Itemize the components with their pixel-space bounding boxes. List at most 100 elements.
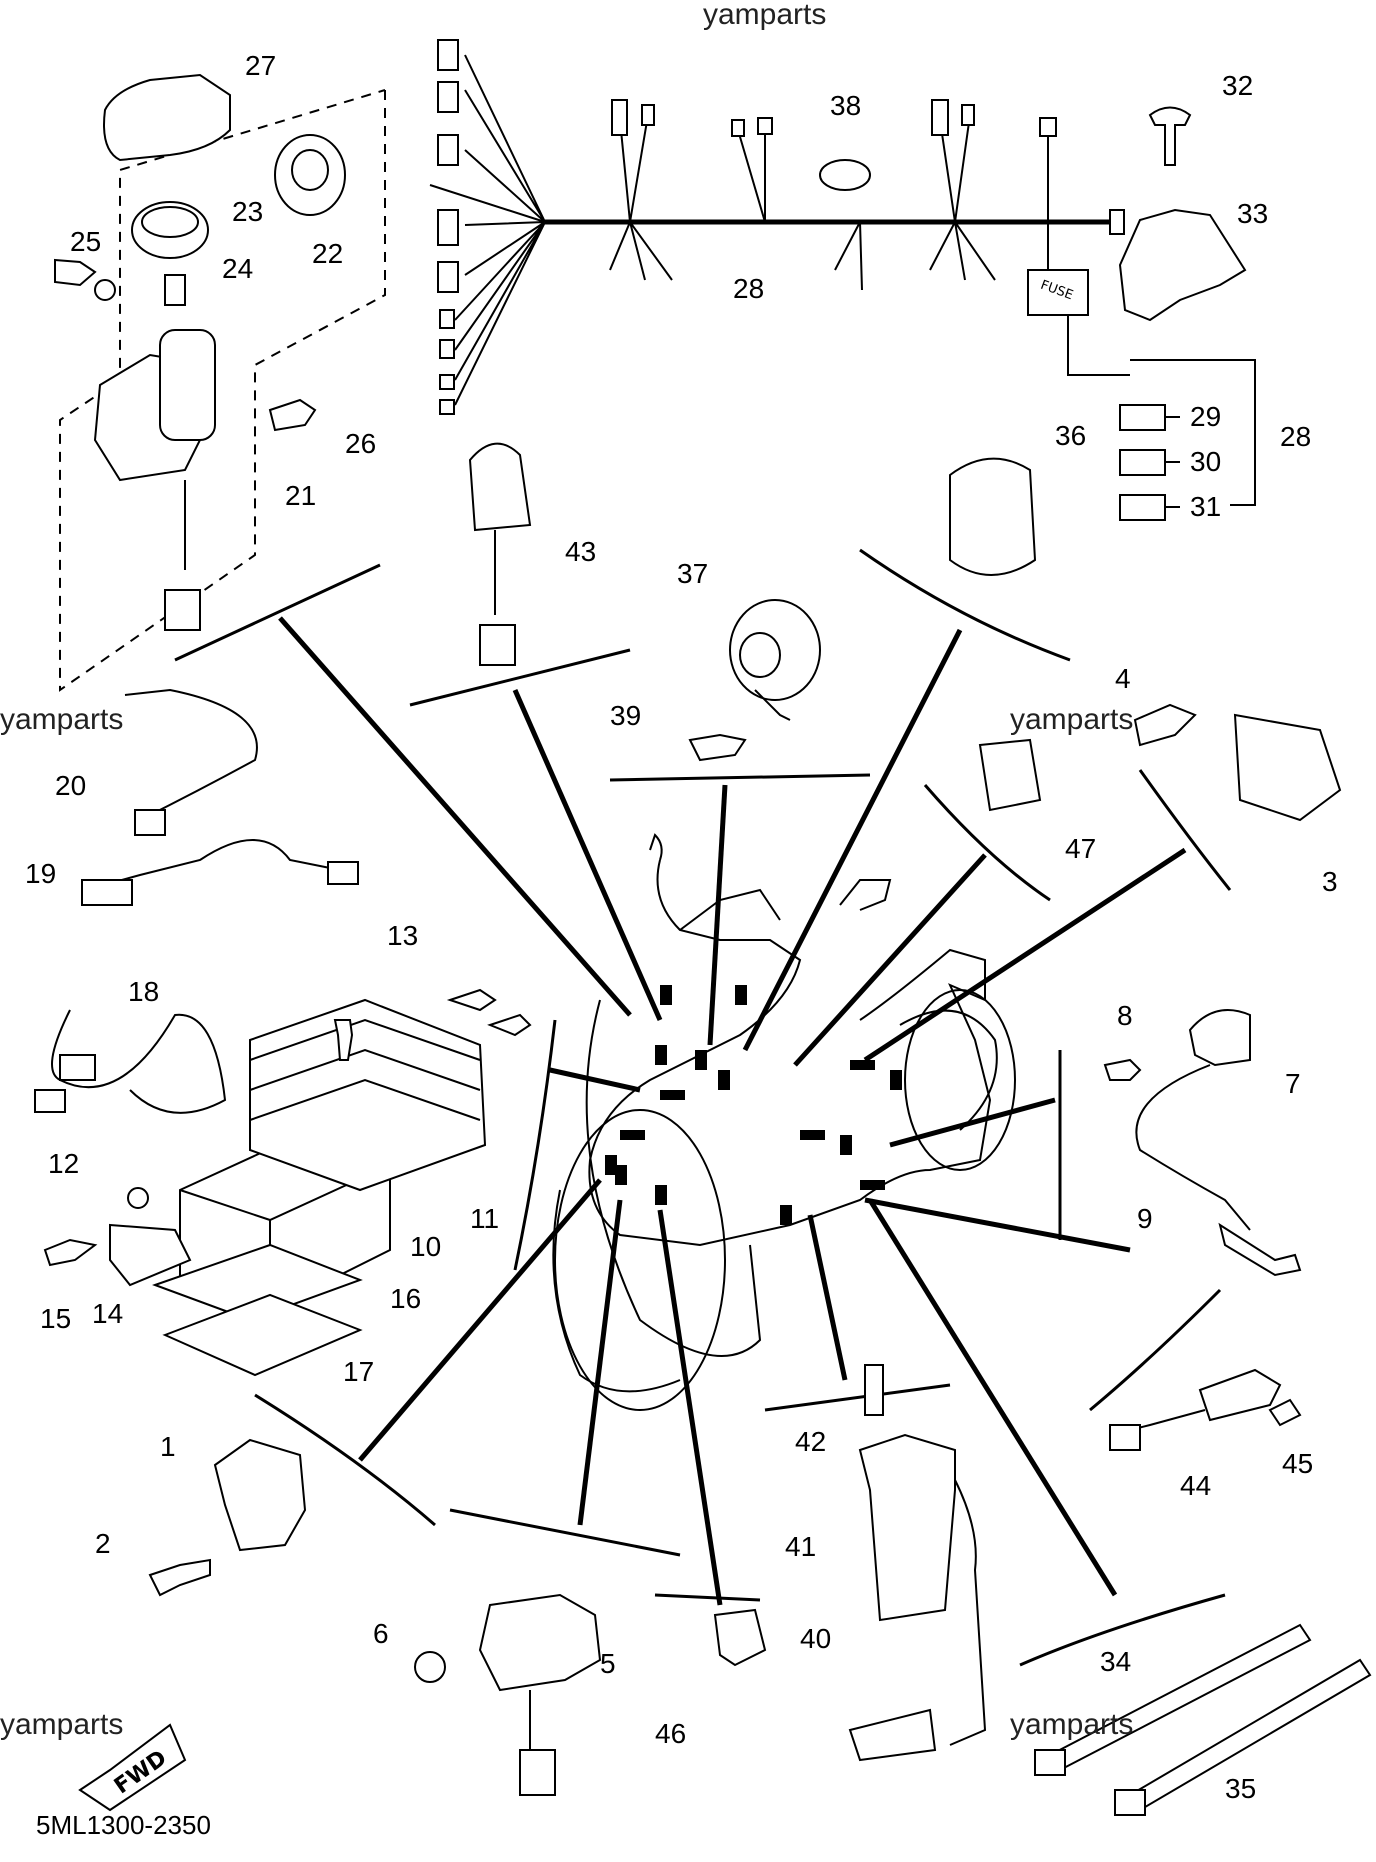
fwd-arrow-icon — [78, 1723, 187, 1812]
part-36-relay — [949, 457, 1037, 576]
callout-12: 12 — [48, 1148, 80, 1179]
part-20-sub-harness — [124, 688, 258, 821]
callout-27: 27 — [245, 50, 277, 81]
part-16-pad — [152, 1243, 363, 1322]
callout-20: 20 — [55, 770, 87, 801]
callout-9: 9 — [1137, 1203, 1153, 1234]
callout-42: 42 — [795, 1426, 827, 1457]
part-23-cap — [131, 201, 209, 259]
part-5-starter-relay — [478, 1593, 602, 1692]
callout-8: 8 — [1117, 1000, 1133, 1031]
callout-3: 3 — [1322, 866, 1338, 897]
part-2-bolt — [148, 1558, 211, 1597]
part-11-battery-box — [249, 998, 487, 1192]
part-46-relay — [713, 1608, 767, 1667]
callout-33: 33 — [1237, 198, 1269, 229]
callout-31: 31 — [1190, 491, 1222, 522]
main-switch-group-outline — [59, 89, 386, 692]
callout-13: 13 — [387, 920, 419, 951]
callout-47: 47 — [1065, 833, 1097, 864]
watermark-bottom-left: yamparts — [0, 1708, 124, 1741]
part-14-bracket — [109, 1223, 192, 1287]
watermark-left: yamparts — [0, 703, 124, 736]
watermark-right: yamparts — [1010, 703, 1134, 736]
callout-39: 39 — [610, 700, 642, 731]
callout-17: 17 — [343, 1356, 375, 1387]
part-3-rectifier — [1233, 713, 1342, 822]
callout-38: 38 — [830, 90, 862, 121]
part-1-sensor — [213, 1438, 307, 1552]
callout-46: 46 — [655, 1718, 687, 1749]
connection-markers — [605, 985, 902, 1225]
part-18-sub-harness — [51, 1009, 227, 1114]
scooter-silhouette — [552, 833, 1016, 1411]
callout-24: 24 — [222, 253, 254, 284]
part-26-bolt — [268, 398, 317, 432]
callout-41: 41 — [785, 1531, 817, 1562]
callout-34: 34 — [1100, 1646, 1132, 1677]
callout-45: 45 — [1282, 1448, 1314, 1479]
callout-7: 7 — [1285, 1068, 1301, 1099]
callout-43: 43 — [565, 536, 597, 567]
callout-5: 5 — [600, 1648, 616, 1679]
callout-21: 21 — [285, 480, 317, 511]
callout-44: 44 — [1180, 1470, 1212, 1501]
part-29-fuse — [1119, 404, 1166, 431]
part-45-bolt — [1268, 1398, 1302, 1427]
part-28-wire-harness — [429, 39, 1256, 506]
part-37-horn — [729, 599, 821, 701]
callout-36: 36 — [1055, 420, 1087, 451]
part-9-plug-cap — [1218, 1222, 1302, 1277]
callout-4: 4 — [1115, 663, 1131, 694]
diagram-code: 5ML1300-2350 — [36, 1810, 211, 1840]
part-32-screw — [1148, 106, 1192, 166]
leader-lines — [278, 616, 1187, 1606]
part-34-cable-tie — [1048, 1623, 1312, 1772]
callout-6: 6 — [373, 1618, 389, 1649]
part-22-seal — [274, 134, 346, 216]
part-17-pad — [162, 1293, 363, 1377]
part-38-clamp — [819, 159, 871, 191]
callout-14: 14 — [92, 1298, 124, 1329]
part-40-fuel-sender — [858, 1433, 956, 1622]
callout-10: 10 — [410, 1231, 442, 1262]
callout-11: 11 — [470, 1203, 500, 1234]
part-7-ignition-coil — [1188, 1009, 1251, 1067]
callout-26: 26 — [345, 428, 377, 459]
callout-35: 35 — [1225, 1773, 1257, 1804]
part-19-sub-harness — [84, 839, 341, 891]
part-39-bolt — [688, 733, 747, 762]
part-44-sensor — [1198, 1368, 1282, 1422]
part-12-nut — [127, 1187, 149, 1209]
callout-28: 28 — [733, 273, 765, 304]
part-33-bracket — [1118, 208, 1247, 322]
callout-15: 15 — [40, 1303, 72, 1334]
callout-32: 32 — [1222, 70, 1254, 101]
part-30-fuse — [1119, 449, 1166, 476]
callout-23: 23 — [232, 196, 264, 227]
callout-19: 19 — [25, 858, 57, 889]
callout-16: 16 — [390, 1283, 422, 1314]
callout-22: 22 — [312, 238, 344, 269]
watermark-top: yamparts — [703, 0, 827, 31]
part-43-relay — [468, 442, 532, 532]
callout-18: 18 — [128, 976, 160, 1007]
part-6-nut — [414, 1651, 446, 1683]
watermark-bottom-right: yamparts — [1010, 1708, 1134, 1741]
callout-37: 37 — [677, 558, 709, 589]
part-27-cover — [103, 73, 231, 162]
part-42-bolt — [864, 1364, 884, 1416]
callout-1: 1 — [160, 1431, 176, 1462]
part-15-bolt — [43, 1238, 98, 1267]
callout-28-fuse-set: 28 — [1280, 421, 1312, 452]
callout-2: 2 — [95, 1528, 111, 1559]
part-8-bolt — [1103, 1058, 1142, 1081]
callout-25: 25 — [70, 226, 102, 257]
part-13-bolt — [333, 1019, 354, 1061]
callout-29: 29 — [1190, 401, 1222, 432]
part-25-bolt — [54, 258, 97, 287]
part-4-bolt — [1133, 703, 1197, 747]
callout-40: 40 — [800, 1623, 832, 1654]
callout-30: 30 — [1190, 446, 1222, 477]
